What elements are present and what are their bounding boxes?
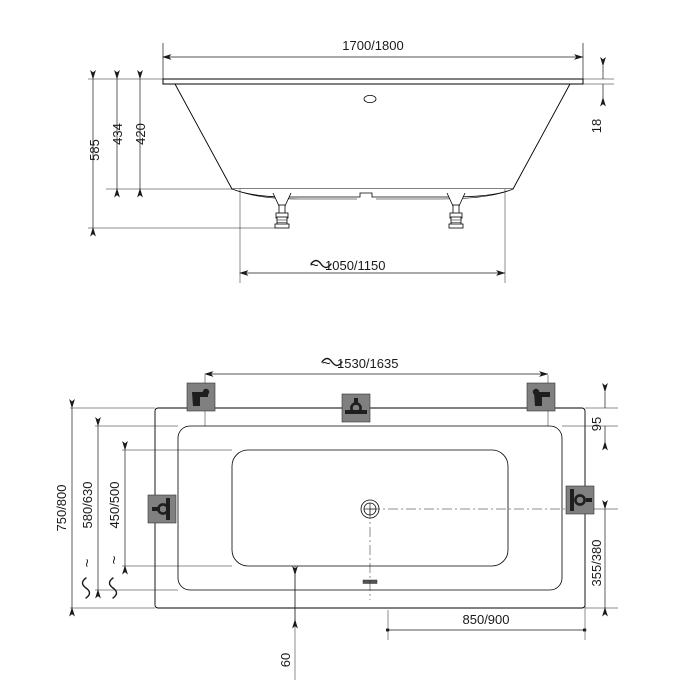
support-leg-left: [272, 192, 292, 229]
label-foot-span: 1050/1150: [325, 258, 386, 273]
label-drain-offset-x: 850/900: [463, 612, 510, 627]
label-bowl-width-prefix: ~: [106, 555, 123, 564]
bracket-top-left: [186, 382, 216, 412]
label-inner-length-prefix: ~: [322, 355, 331, 372]
label-leg-offset: 60: [278, 653, 293, 667]
label-inner-width-prefix: ~: [79, 558, 96, 567]
label-inner-length: 1530/1635: [337, 356, 398, 371]
label-drain-offset-y: 355/380: [589, 540, 604, 587]
bracket-top-center: [341, 393, 371, 423]
label-bowl-depth: 420: [133, 123, 148, 145]
support-leg-right: [446, 192, 466, 229]
label-rim-thickness: 18: [589, 119, 604, 133]
overflow-hole: [363, 95, 377, 104]
tub-underside: [231, 188, 514, 198]
bracket-top-right: [526, 382, 556, 412]
approx-symbol-inner-length: [321, 357, 343, 367]
approx-symbol-foot-span: [310, 259, 332, 269]
label-foot-span-prefix: ~: [310, 257, 319, 274]
label-top-offset: 95: [589, 417, 604, 431]
approx-symbol-bowl-width: [108, 577, 118, 599]
label-total-height: 585: [87, 139, 102, 161]
label-bowl-width: 450/500: [107, 482, 122, 529]
approx-symbol-inner-width: [81, 577, 91, 599]
bracket-left-middle: [147, 494, 177, 524]
label-overall-width: 750/800: [54, 485, 69, 532]
label-inner-height: 434: [110, 123, 125, 145]
tub-rim: [162, 78, 584, 85]
plan-brackets: [147, 382, 595, 524]
bracket-right-middle: [565, 485, 595, 515]
label-overall-length: 1700/1800: [342, 38, 403, 53]
label-inner-width: 580/630: [80, 482, 95, 529]
